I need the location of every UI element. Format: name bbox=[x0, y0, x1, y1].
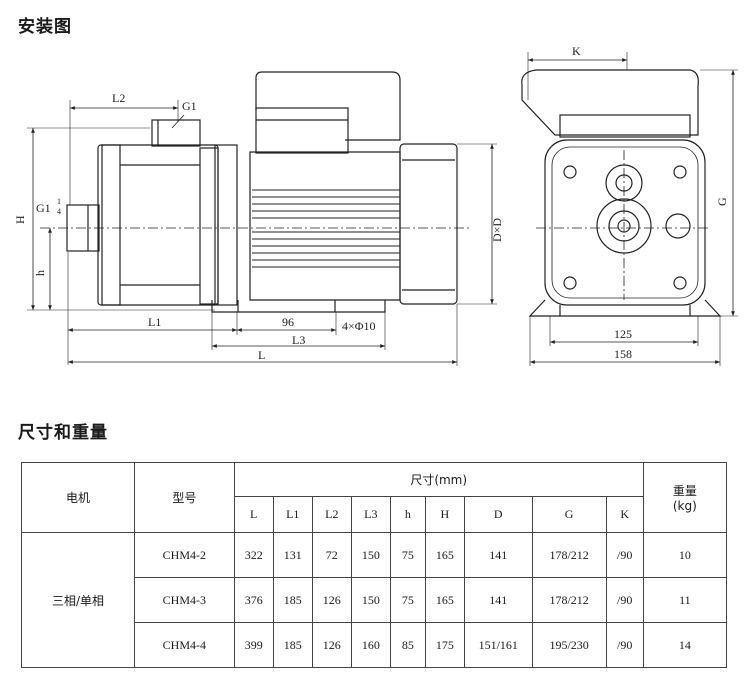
cell: 75 bbox=[389, 577, 426, 623]
header-weight-label: 重量 bbox=[672, 484, 697, 498]
model-cell: CHM4-3 bbox=[134, 577, 235, 623]
motor-body bbox=[249, 151, 401, 301]
label-DxD: D×D bbox=[490, 218, 504, 242]
model-cell: CHM4-2 bbox=[134, 532, 235, 578]
col-header: G bbox=[531, 496, 607, 533]
cell: 131 bbox=[272, 532, 313, 578]
label-H: H bbox=[13, 215, 27, 224]
spec-table: 电机 型号 尺寸(mm) 重量 (kg) L L1 L2 L3 h H D G … bbox=[20, 462, 728, 668]
cell: /90 bbox=[605, 622, 644, 668]
motor-cell: 三相/单相 bbox=[20, 532, 136, 668]
cell: /90 bbox=[605, 577, 644, 623]
header-dims: 尺寸(mm) bbox=[233, 462, 644, 497]
cell: 376 bbox=[233, 577, 274, 623]
label-G: G bbox=[715, 197, 729, 206]
label-h: h bbox=[33, 270, 47, 276]
front-housing bbox=[544, 139, 706, 306]
label-G14-num: 1 bbox=[57, 197, 61, 206]
cell: 185 bbox=[272, 577, 313, 623]
label-L3: L3 bbox=[292, 333, 305, 347]
cell: 322 bbox=[233, 532, 274, 578]
cell: 141 bbox=[463, 532, 533, 578]
cell: 75 bbox=[389, 532, 426, 578]
label-125: 125 bbox=[614, 327, 632, 341]
col-header: h bbox=[389, 496, 426, 533]
label-G14-den: 4 bbox=[57, 207, 61, 216]
cell: 72 bbox=[311, 532, 352, 578]
cell: 165 bbox=[424, 577, 465, 623]
col-header: L2 bbox=[311, 496, 352, 533]
cell: 399 bbox=[233, 622, 274, 668]
header-model: 型号 bbox=[134, 462, 235, 533]
table-row: CHM4-4 399 185 126 160 85 175 151/161 19… bbox=[22, 622, 728, 668]
terminal-box-top bbox=[255, 71, 401, 141]
col-header: H bbox=[424, 496, 465, 533]
label-G14: G1 bbox=[36, 201, 51, 215]
table-row: 三相/单相 CHM4-2 322 131 72 150 75 165 141 1… bbox=[20, 532, 728, 668]
fan-cover bbox=[521, 69, 699, 136]
cell: 185 bbox=[272, 622, 313, 668]
weight-cell: 10 bbox=[642, 532, 728, 578]
cell: 195/230 bbox=[531, 622, 607, 668]
header-weight: 重量 (kg) bbox=[642, 462, 728, 533]
model-cell: CHM4-4 bbox=[134, 622, 235, 668]
header-motor: 电机 bbox=[20, 462, 136, 533]
label-L: L bbox=[258, 348, 265, 362]
outlet-port bbox=[151, 119, 201, 147]
col-header: L bbox=[233, 496, 274, 533]
cell: 126 bbox=[311, 577, 352, 623]
cell: 175 bbox=[424, 622, 465, 668]
cell: 160 bbox=[350, 622, 391, 668]
col-header: L1 bbox=[272, 496, 313, 533]
cell: 178/212 bbox=[531, 532, 607, 578]
weight-cell: 11 bbox=[642, 577, 728, 623]
cell: 85 bbox=[389, 622, 426, 668]
dimensions-title: 尺寸和重量 bbox=[18, 423, 108, 443]
base-plate bbox=[211, 300, 386, 313]
cell: 141 bbox=[463, 577, 533, 623]
cell: 150 bbox=[350, 577, 391, 623]
cell: 126 bbox=[311, 622, 352, 668]
cell: 151/161 bbox=[463, 622, 533, 668]
cell: /90 bbox=[605, 532, 644, 578]
installation-title: 安装图 bbox=[18, 17, 72, 37]
col-header: L3 bbox=[350, 496, 391, 533]
weight-cell: 14 bbox=[642, 622, 728, 668]
cell: 165 bbox=[424, 532, 465, 578]
installation-drawing: L2 G1 G1 1 4 H h L1 96 4×Φ10 L3 L D×D K … bbox=[13, 44, 738, 366]
terminal-box bbox=[255, 107, 349, 154]
header-weight-unit: (kg) bbox=[672, 499, 697, 513]
cell: 178/212 bbox=[531, 577, 607, 623]
label-L1: L1 bbox=[148, 315, 161, 329]
cell: 150 bbox=[350, 532, 391, 578]
logo-circle bbox=[665, 213, 691, 239]
label-K: K bbox=[572, 44, 581, 58]
col-header: D bbox=[463, 496, 533, 533]
label-96: 96 bbox=[282, 315, 294, 329]
motor-end-cap bbox=[399, 143, 458, 305]
label-158: 158 bbox=[614, 347, 632, 361]
label-G1: G1 bbox=[182, 99, 197, 113]
col-header: K bbox=[605, 496, 644, 533]
label-L2: L2 bbox=[112, 91, 125, 105]
motor-fins bbox=[252, 189, 400, 268]
bolt-hole bbox=[563, 165, 577, 179]
label-holes: 4×Φ10 bbox=[342, 319, 376, 333]
